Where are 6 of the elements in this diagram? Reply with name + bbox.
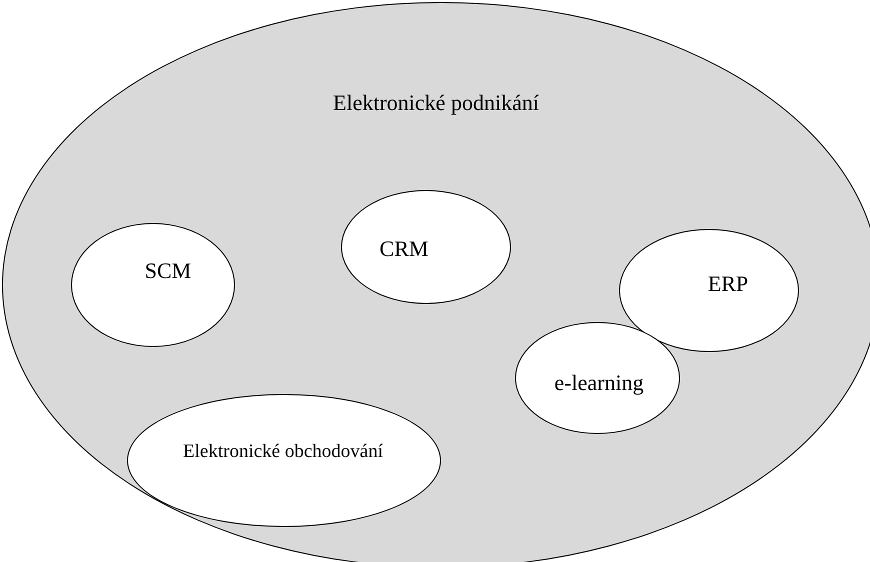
ellipse-label: Elektronické obchodování xyxy=(183,441,383,463)
region-title: Elektronické podnikání xyxy=(333,90,539,116)
ellipse-label: SCM xyxy=(144,258,192,284)
ellipse-label: CRM xyxy=(380,236,428,262)
ellipse-label: ERP xyxy=(708,271,748,297)
ellipse-label: e-learning xyxy=(554,370,644,396)
